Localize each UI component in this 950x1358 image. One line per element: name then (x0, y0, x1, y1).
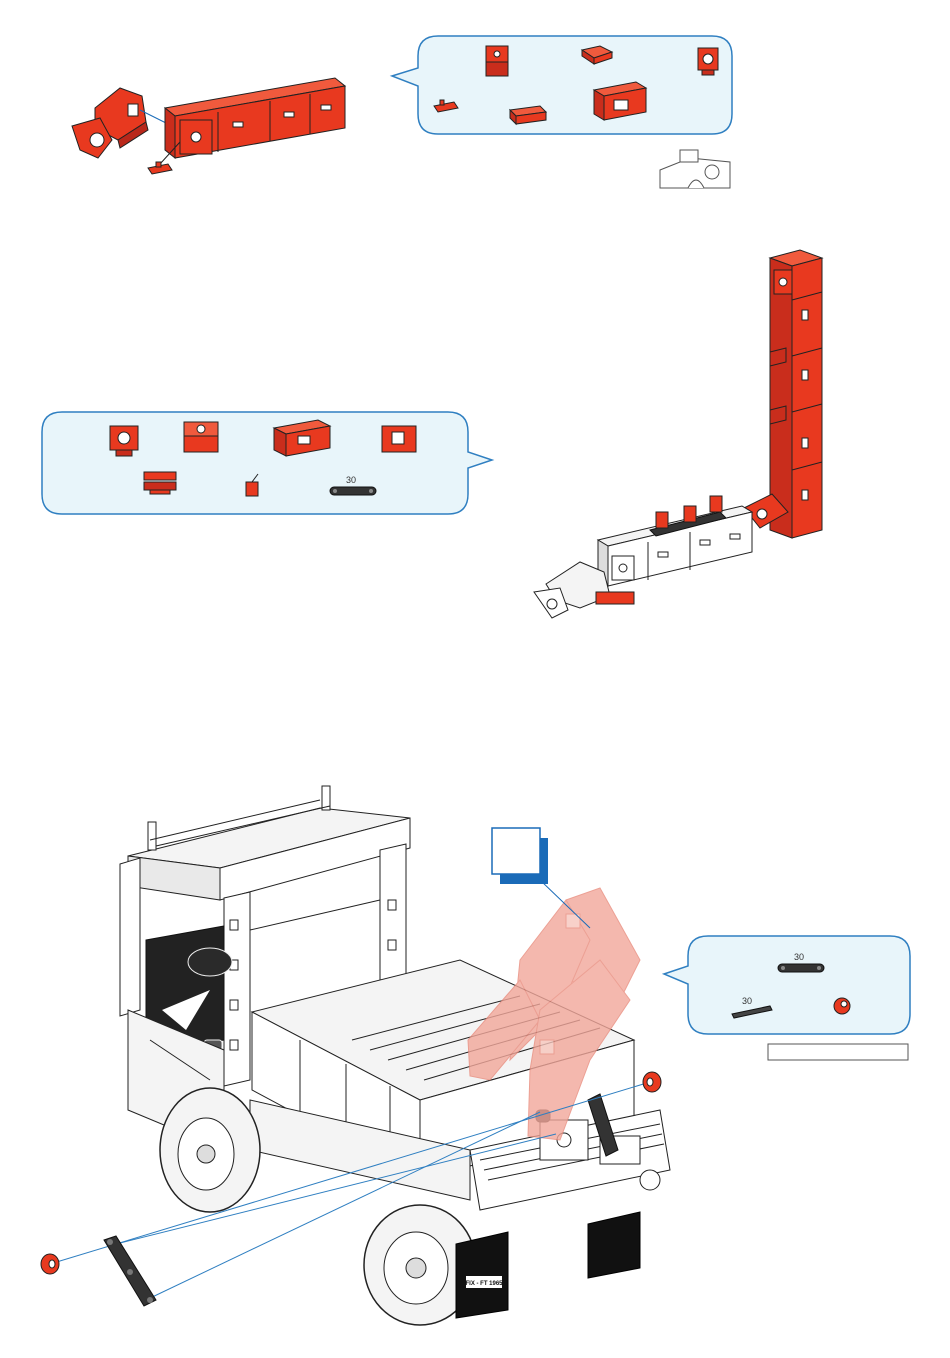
step1-parts-callout (392, 36, 732, 134)
clip-ring-icon (834, 998, 850, 1014)
step1-hinge-end (72, 88, 168, 158)
truck-mudflap-right (588, 1212, 640, 1278)
clip-ring-right (643, 1072, 661, 1092)
step2-parts-callout: 30 (42, 412, 492, 514)
step1-assembly (72, 78, 345, 174)
puzzle-outline-icon (660, 150, 730, 188)
truck-mudflap-left: FIX - FT 1965 (456, 1232, 508, 1318)
strut-30-label: 30 (794, 952, 804, 962)
strut-30-part (104, 1236, 156, 1306)
step2-grey-beam (598, 496, 752, 586)
box-block-icon (382, 426, 416, 452)
step2-assembly (534, 250, 822, 618)
building-block-15-icon (184, 422, 218, 452)
step3-parts-callout: 30 30 (664, 936, 910, 1034)
step1-red-beam (160, 78, 345, 164)
part-label-bar (768, 1044, 908, 1060)
step2-red-column (770, 250, 822, 538)
license-plate-text: FIX - FT 1965 (465, 1281, 503, 1287)
strut-30-label: 30 (346, 475, 356, 485)
truck-rear-wheel (160, 1088, 260, 1212)
step1-clip-plate (148, 162, 172, 174)
axle-30-label: 30 (742, 996, 752, 1006)
building-block-15-icon (486, 46, 508, 76)
truck-cab-roof (128, 786, 410, 900)
clip-ring-left (41, 1254, 59, 1274)
